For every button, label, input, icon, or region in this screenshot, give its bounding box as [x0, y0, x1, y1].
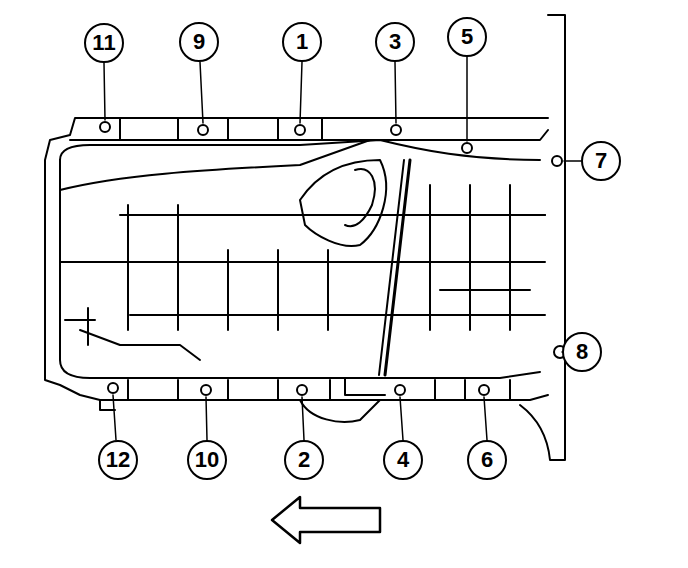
- callout-circle: 7: [581, 141, 621, 181]
- callout-number: 6: [481, 449, 493, 471]
- front-arrow: [272, 497, 380, 543]
- pan-ribs: [60, 215, 545, 315]
- pan-baffle: [60, 140, 370, 190]
- callout-number: 7: [595, 150, 607, 172]
- callout-number: 9: [193, 31, 205, 53]
- pan-rim: [60, 140, 540, 160]
- pan-ribs: [120, 118, 510, 400]
- callout-number: 3: [389, 31, 401, 53]
- callout-circle: 10: [187, 440, 227, 480]
- callout-number: 2: [298, 449, 310, 471]
- pan-sump: [345, 169, 375, 226]
- callout-circle: 6: [467, 440, 507, 480]
- callout-number: 4: [397, 449, 409, 471]
- callout-circle: 11: [84, 23, 124, 63]
- callout-number: 5: [461, 26, 473, 48]
- dipstick-tube: [379, 160, 404, 375]
- pan-rib: [80, 330, 200, 360]
- pan-rim: [70, 130, 548, 140]
- pan-sump: [300, 160, 386, 246]
- callout-circle: 5: [447, 17, 487, 57]
- pan-rim: [60, 160, 540, 378]
- callout-number: 10: [195, 449, 219, 471]
- leader-lines: [104, 57, 581, 440]
- pan-flange: [520, 15, 565, 460]
- pan-bulge: [345, 378, 385, 395]
- bolt-holes: [100, 122, 566, 395]
- callout-number: 1: [296, 31, 308, 53]
- callout-circle: 2: [284, 440, 324, 480]
- callout-number: 11: [92, 32, 115, 54]
- callout-circle: 9: [179, 22, 219, 62]
- callout-number: 12: [106, 449, 130, 471]
- pan-ribs: [128, 185, 545, 330]
- dipstick-tube: [385, 160, 410, 375]
- pan-outline: [45, 118, 548, 400]
- callout-circle: 4: [383, 440, 423, 480]
- callout-number: 8: [576, 341, 588, 363]
- pan-rib: [65, 308, 95, 345]
- pan-bulge: [300, 400, 380, 422]
- callout-circle: 12: [98, 440, 138, 480]
- callout-circle: 8: [562, 332, 602, 372]
- callout-circle: 1: [282, 22, 322, 62]
- callout-circle: 3: [375, 22, 415, 62]
